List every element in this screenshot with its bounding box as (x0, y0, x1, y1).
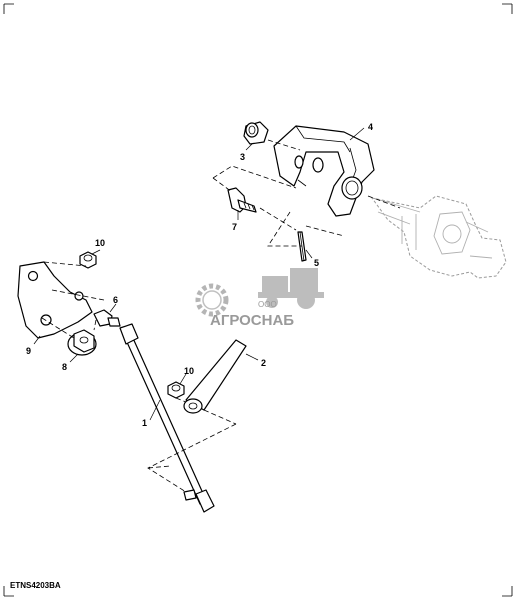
callout-8: 8 (62, 362, 67, 372)
part-nut-lower (167, 381, 185, 399)
assembly-lines (41, 139, 401, 493)
callout-5: 5 (314, 258, 319, 268)
callout-4: 4 (368, 122, 373, 132)
watermark-prefix: ООО (258, 300, 277, 309)
part-bushing (243, 121, 269, 145)
callout-3: 3 (240, 152, 245, 162)
callout-2: 2 (261, 358, 266, 368)
part-rod (119, 323, 215, 513)
gear-icon (195, 283, 229, 317)
callout-6: 6 (113, 295, 118, 305)
callout-9: 9 (26, 346, 31, 356)
callout-10-upper: 10 (95, 238, 105, 248)
part-pin (297, 231, 307, 262)
part-flange-nut (67, 329, 97, 356)
part-ball-stud (93, 309, 121, 327)
figure-id: ETNS4203BA (10, 581, 61, 590)
watermark-name: АГРОСНАБ (210, 312, 294, 329)
callout-7: 7 (232, 222, 237, 232)
frame-corners (3, 3, 513, 597)
leader-lines (33, 127, 365, 421)
part-bracket (273, 125, 375, 217)
part-nut-upper (79, 251, 97, 269)
part-plate (17, 261, 93, 339)
tractor-icon (258, 268, 324, 309)
watermark-logo: ООО АГРОСНАБ (195, 268, 324, 329)
callout-1: 1 (142, 418, 147, 428)
part-bolt (227, 187, 257, 213)
callout-10-lower: 10 (184, 366, 194, 376)
gearbox-ghost (370, 195, 507, 279)
part-lever (183, 339, 247, 414)
